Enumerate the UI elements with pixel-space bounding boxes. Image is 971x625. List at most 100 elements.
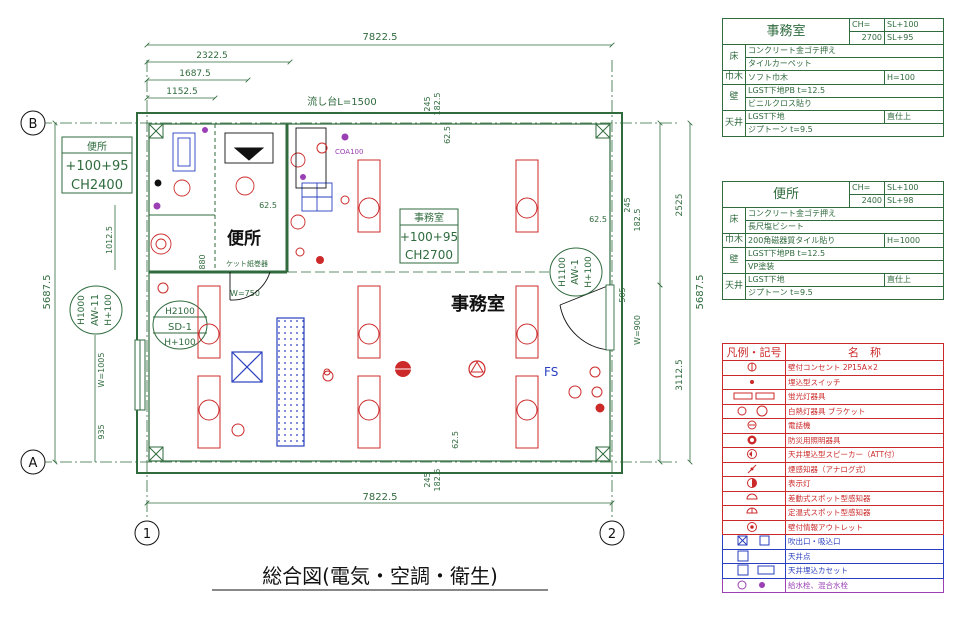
svg-text:H2100: H2100 xyxy=(165,307,195,317)
legend-label: 差動式スポット型感知器 xyxy=(785,490,944,506)
legend-label: 定温式スポット型感知器 xyxy=(785,505,944,521)
dim-right-total: 5687.5 xyxy=(695,275,706,310)
duplex-outlet-icon xyxy=(722,360,786,376)
grid-bubble-b: B xyxy=(20,110,46,136)
legend-label: 天井埋込型スピーカー（ATT付） xyxy=(785,447,944,463)
smoke-detector-icon xyxy=(722,461,786,477)
svg-text:+100+95: +100+95 xyxy=(400,230,458,244)
dim-245-bottom: 245 xyxy=(423,472,432,487)
dim-overall-top: 7822.5 xyxy=(363,32,398,43)
toilet-paper-note: ケット紙巻器 xyxy=(226,259,268,268)
legend-row: 白熱灯器具 ブラケット xyxy=(722,403,944,419)
svg-text:H1000: H1000 xyxy=(77,295,87,325)
toilet-room-label: 便所 xyxy=(227,228,261,249)
air-outlet-icon xyxy=(722,534,786,550)
door-tag-sd1: H2100 SD-1 H+100 xyxy=(152,300,208,350)
office-room-tag: 事務室 +100+95 CH2700 xyxy=(399,208,459,264)
legend-label: 白熱灯器具 ブラケット xyxy=(785,403,944,419)
finish-room-name: 事務室 xyxy=(722,18,850,45)
data-outlet-icon xyxy=(722,519,786,535)
dim-2525: 2525 xyxy=(675,194,685,217)
legend-row: 電話機 xyxy=(722,418,944,434)
finish-table-office: 事務室 CH= SL+100 2700 SL+95 床コンクリート金ゴテ押え タ… xyxy=(721,18,944,137)
dim-62-right: 62.5 xyxy=(589,215,607,224)
indicator-light-icon xyxy=(722,476,786,492)
svg-text:+100+95: +100+95 xyxy=(65,159,128,174)
office-desks xyxy=(197,142,582,449)
ceiling-cassette-icon xyxy=(722,563,786,579)
toilet-partition xyxy=(149,124,600,274)
legend-label: 防災用照明器具 xyxy=(785,432,944,448)
legend-header-name: 名 称 xyxy=(785,343,944,361)
dim-182-right: 182.5 xyxy=(633,209,642,232)
dim-182-bottom: 182.5 xyxy=(433,469,442,492)
finish-table-toilet: 便所 CH= SL+100 2400 SL+98 床コンクリート金ゴテ押え 長尺… xyxy=(721,181,944,300)
svg-text:CH2400: CH2400 xyxy=(71,178,123,193)
legend-label: 天井埋込カセット xyxy=(785,563,944,579)
dim-182-top: 182.5 xyxy=(433,93,442,116)
legend-row: 表示灯 xyxy=(722,476,944,492)
water-supply-icon xyxy=(722,577,786,593)
svg-text:事務室: 事務室 xyxy=(414,211,444,224)
dim-935: 935 xyxy=(97,424,106,439)
legend-label: 埋込型スイッチ xyxy=(785,374,944,390)
legend-row: 埋込型スイッチ xyxy=(722,374,944,390)
legend-row: 吹出口・吸込口 xyxy=(722,534,944,550)
emergency-light-icon xyxy=(722,432,786,448)
grid-bubble-1: 1 xyxy=(134,520,160,546)
grid-bubble-a: A xyxy=(20,449,46,475)
svg-text:SD-1: SD-1 xyxy=(168,322,192,333)
fs-symbols xyxy=(589,366,605,413)
toilet-door xyxy=(229,271,271,301)
hvac-units xyxy=(231,317,305,447)
dim-1012: 1012.5 xyxy=(105,226,114,254)
purple-outlets xyxy=(153,127,349,210)
legend-row: 給水栓、混合水栓 xyxy=(722,577,944,593)
left-window xyxy=(134,339,146,411)
bell-icon xyxy=(722,418,786,434)
legend-label: 表示灯 xyxy=(785,476,944,492)
window-tag-aw11: H1000 AW-11 H+100 xyxy=(69,285,123,335)
dim-w750: W=750 xyxy=(230,289,260,298)
dim-1687: 1687.5 xyxy=(179,69,211,79)
legend-row: 壁付情報アウトレット xyxy=(722,519,944,535)
svg-text:1: 1 xyxy=(143,527,151,542)
switch-icon xyxy=(722,374,786,390)
legend-label: 煙感知器（アナログ式） xyxy=(785,461,944,477)
grid-lines xyxy=(40,60,680,520)
dim-w1005: W=1005 xyxy=(97,353,106,388)
svg-text:A: A xyxy=(29,456,38,471)
svg-text:CH2700: CH2700 xyxy=(405,248,453,262)
svg-text:便所: 便所 xyxy=(87,140,107,153)
dim-880: 880 xyxy=(198,254,207,269)
svg-text:AW-11: AW-11 xyxy=(90,294,101,326)
dimension-lines xyxy=(55,45,690,503)
svg-text:2: 2 xyxy=(608,527,616,542)
ceiling-speaker-icon xyxy=(722,447,786,463)
legend-row: 天井点 xyxy=(722,548,944,564)
legend-row: 煙感知器（アナログ式） xyxy=(722,461,944,477)
svg-text:B: B xyxy=(29,117,38,132)
fixed-temp-detector-icon xyxy=(722,505,786,521)
dim-245-top: 245 xyxy=(423,96,432,111)
dim-3112: 3112.5 xyxy=(675,359,685,391)
legend-row: 蛍光灯器具 xyxy=(722,389,944,405)
svg-text:H+100: H+100 xyxy=(584,256,594,288)
legend-label: 電話機 xyxy=(785,418,944,434)
legend-header-symbol: 凡例・記号 xyxy=(722,343,786,361)
drawing-title: 総合図(電気・空調・衛生) xyxy=(262,564,498,588)
svg-text:H+100: H+100 xyxy=(164,338,196,348)
legend-row: 定温式スポット型感知器 xyxy=(722,505,944,521)
dim-62-bottom: 62.5 xyxy=(451,431,460,449)
legend-label: 蛍光灯器具 xyxy=(785,389,944,405)
legend-label: 天井点 xyxy=(785,548,944,564)
fluorescent-light-icon xyxy=(722,389,786,405)
dim-w900: W=900 xyxy=(633,315,642,345)
fs-label: FS xyxy=(544,365,558,379)
corner-columns xyxy=(148,123,611,462)
ceiling-inspection-icon xyxy=(722,548,786,564)
dim-62-toilet: 62.5 xyxy=(259,201,277,210)
dim-2322: 2322.5 xyxy=(196,51,228,61)
